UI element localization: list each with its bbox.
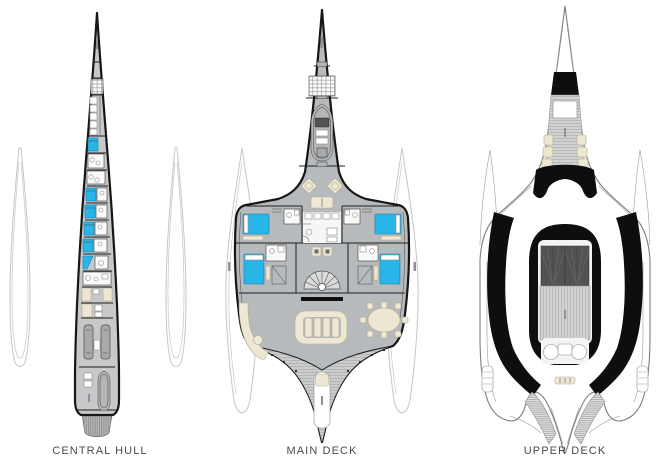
central-hull-swim-platform [81,414,113,437]
side-window-port [487,212,541,396]
dining-area [359,301,409,339]
galley-lower [81,287,113,318]
main-deck-label: MAIN DECK [286,445,358,457]
spiral-staircase [303,270,341,291]
stern-details [481,365,649,445]
central-hull-bulkheads [76,61,118,411]
windshield-glass [533,164,597,199]
stern-ramp-port [524,391,557,445]
superstructure-roof [529,224,601,365]
guest-cabin-aft-port [243,244,287,285]
bow-compartments [299,36,345,167]
outrigger-steps-port [481,365,494,393]
aft-teak-deck [539,285,591,341]
upper-deck-label: UPPER DECK [523,445,607,457]
upper-deck-plan [479,5,651,454]
bow-text-mark [96,38,98,49]
guest-cabin-aft-stbd [357,244,401,285]
crew-cabins [82,137,108,253]
sunroof [540,245,590,287]
galley-pantry [302,212,341,243]
central-hull-label: CENTRAL HULL [52,445,148,457]
aft-seats [541,338,589,364]
main-deck-plan [225,8,419,444]
central-hull-plan [9,11,187,437]
stern-teak-deck [250,345,394,442]
guest-cabin-fwd-stbd [343,208,402,241]
bow-net [308,75,336,97]
engine-room [83,324,111,360]
bow-skylight-glass [551,72,579,95]
salon-sofa-group [294,310,348,345]
lobby-chairs [311,246,333,257]
chain-locker [90,78,104,95]
port-lounge-sofa [238,302,269,361]
guest-cabin-fwd-port [242,208,301,241]
stern-gangway [313,371,331,429]
salon-tv-sideboard [301,297,343,301]
day-head [82,271,112,286]
bow-tender [310,103,334,162]
crew-bunks [89,96,101,136]
tender-garage [83,370,111,412]
central-hull-outrigger-outlines [9,147,187,367]
outrigger-steps-stbd [636,365,649,393]
staircase-down [82,255,109,270]
foredeck-teak [541,94,589,171]
side-window-stbd [589,212,643,396]
stern-ramp-stbd [573,391,606,445]
foredeck-lounge [300,177,344,209]
